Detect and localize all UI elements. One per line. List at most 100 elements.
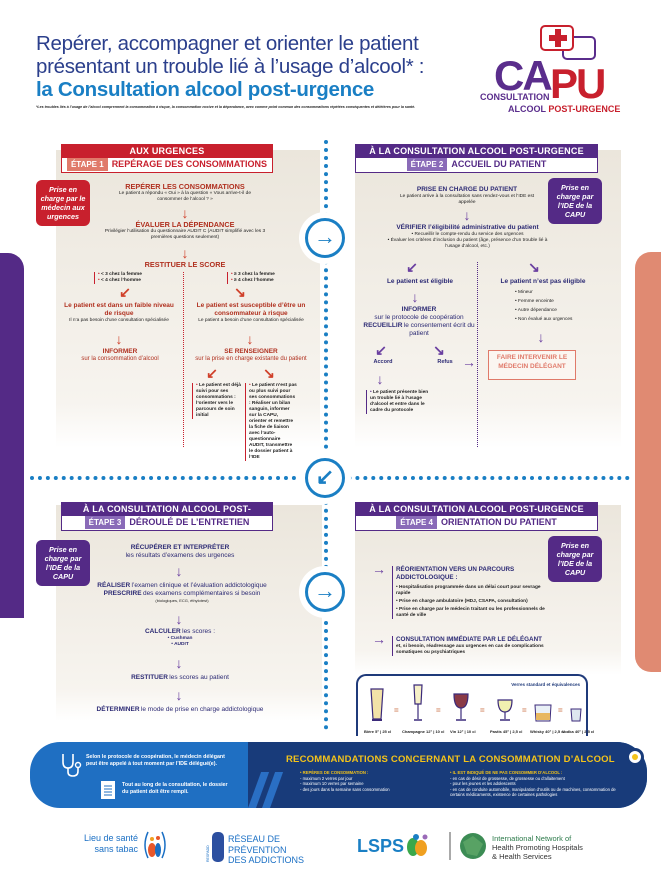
accord-text: Accord	[373, 359, 393, 365]
calculer-line: CALCULER les scores :	[120, 628, 240, 636]
reorientation-item: • Hospitalisation programmée dans un dél…	[396, 585, 541, 596]
beer-label: Bière 5° | 25 cl	[364, 729, 392, 734]
pastis-glass-icon	[497, 699, 513, 721]
guidelines-title: • REPÈRES DE CONSOMMATION :	[300, 770, 369, 775]
guideline-item: - des jours dans la semaine sans consomm…	[300, 786, 390, 792]
step2-header-top: À LA CONSULTATION ALCOOL POST-URGENCE	[356, 145, 597, 158]
step4-header: À LA CONSULTATION ALCOOL POST-URGENCE ÉT…	[355, 502, 598, 531]
determiner-title: DÉTERMINER	[96, 706, 140, 713]
standard-drinks-box: Verres standard et équivalences = = = = …	[356, 674, 594, 736]
arrow-down-right-icon: ↘	[263, 365, 275, 381]
step2-callout: Prise en charge par l’IDE de la CAPU	[548, 178, 602, 224]
step3-label: ÉTAPE 3	[84, 516, 126, 529]
score-item: • AUDIT	[171, 642, 189, 647]
collect-title: RECUEILLIR	[363, 322, 403, 329]
step2-b2-item: • Évaluer les critères d’inclusion du pa…	[387, 238, 548, 249]
immediate-consultation-block: CONSULTATION IMMÉDIATE PAR LE DÉLÉGANT e…	[392, 636, 552, 656]
banner-left-text2: Tout au long de la consultation, le doss…	[122, 782, 228, 795]
score-item: • ≥ 3 chez la femme	[231, 272, 275, 277]
step1-block3: RESTITUER LE SCORE	[110, 260, 260, 269]
arrow-down-icon: ↓	[376, 371, 384, 387]
step4-title: ORIENTATION DU PATIENT	[440, 517, 557, 527]
no-alcohol-guidelines: • IL EST INDIQUÉ DE NE PAS CONSOMMER D’A…	[450, 770, 630, 798]
step2-inform-block: INFORMER sur le protocole de coopération…	[360, 306, 478, 338]
step1-b1-text: Le patient a répondu « Oui » à la questi…	[119, 191, 251, 202]
step3-block1: RÉCUPÉRER ET INTERPRÉTER les résultats d…	[100, 544, 260, 560]
step1-left-result: Le patient est dans un faible niveau de …	[64, 302, 174, 324]
step2-b2-title: VÉRIFIER l’éligibilité administrative du…	[396, 224, 539, 231]
immediate-consultation-title: CONSULTATION IMMÉDIATE PAR LE DÉLÉGANT	[396, 636, 542, 643]
logo-post-urgence: POST-URGENCE	[548, 104, 621, 114]
step1-left-score: • < 3 chez la femme • < 4 chez l’homme	[94, 272, 154, 284]
respadd-icon	[212, 832, 224, 862]
step3-callout-text: Prise en charge par l’IDE de la CAPU	[44, 545, 82, 581]
banner-title: RECOMMANDATIONS CONCERNANT LA CONSOMMATI…	[286, 754, 615, 765]
arrow-down-icon: ↓	[246, 331, 254, 347]
determiner-text: le mode de prise en charge addictologiqu…	[140, 706, 264, 713]
banner-ring-decor	[626, 748, 644, 766]
arrow-down-icon: ↓	[181, 205, 189, 221]
step1-title: REPÉRAGE DES CONSOMMATIONS	[111, 159, 268, 169]
vodka-label: Vodka 40° | 2,5 cl	[562, 729, 595, 734]
logo-consultation: CONSULTATION	[480, 92, 550, 102]
step2-header-bottom: ÉTAPE 2 ACCUEIL DU PATIENT	[356, 158, 597, 171]
step1-block2: ÉVALUER LA DÉPENDANCE Privilégier l’util…	[95, 220, 275, 241]
score-item: • < 4 chez l’homme	[98, 278, 141, 283]
title-line-2: présentant un trouble lié à l’usage d’al…	[36, 55, 425, 78]
step1-header-top: AUX URGENCES	[62, 145, 272, 158]
page-title: Repérer, accompagner et orienter le pati…	[36, 32, 476, 101]
reorientation-item: • Prise en charge par le médecin traitan…	[396, 607, 545, 618]
step4-label: ÉTAPE 4	[396, 516, 437, 529]
wine-glass-icon	[453, 693, 469, 721]
step3-panel	[56, 505, 322, 721]
step1-b2-text: Privilégier l’utilisation du questionnai…	[104, 229, 266, 240]
arrow-right-icon: →	[372, 561, 386, 577]
step2-b2-item: • Recueillir le compte-rendu du service …	[411, 232, 524, 237]
realiser-title: RÉALISER	[97, 582, 131, 589]
arrow-right-icon: →	[462, 354, 476, 370]
step1-divider	[183, 272, 184, 447]
arrow-down-left-icon: ↙	[206, 365, 218, 381]
logo2-line2: PRÉVENTION	[228, 844, 287, 855]
logo2-line3: DES ADDICTIONS	[228, 855, 305, 865]
arrow-down-right-icon: ↘	[234, 284, 246, 300]
step3-callout: Prise en charge par l’IDE de la CAPU	[36, 540, 90, 586]
arrow-down-left-icon: ↙	[375, 342, 387, 358]
respadd-logo: RÉSEAU DE PRÉVENTION DES ADDICTIONS	[228, 834, 328, 866]
title-line-3: la Consultation alcool post-urgence	[36, 78, 375, 101]
restituer-text: les scores au patient	[169, 674, 229, 681]
at-risk-text: Le patient a besoin d’une consultation s…	[198, 318, 304, 323]
enquire-title: SE RENSEIGNER	[224, 348, 278, 355]
prescrire-title: PRESCRIRE	[103, 590, 142, 597]
step2-title: ACCUEIL DU PATIENT	[451, 159, 547, 169]
score-item: • < 3 chez la femme	[98, 272, 142, 277]
calculer-title: CALCULER	[144, 628, 181, 635]
step4-header-top: À LA CONSULTATION ALCOOL POST-URGENCE	[356, 503, 597, 516]
step3-b2-small: (biologiques, ECG, éthylotest)	[155, 598, 209, 603]
step1-right-result: Le patient est susceptible d’être un con…	[190, 302, 312, 324]
step1-panel	[56, 150, 320, 448]
refus-text: Refus	[437, 359, 453, 365]
arrow-down-icon: ↓	[175, 611, 183, 627]
lieu-sante-sans-tabac-logo: Lieu de santé sans tabac	[82, 833, 138, 854]
not-eligible-item: • Autre dépendance	[515, 308, 557, 313]
accord-detail: • Le patient présente bien un trouble li…	[366, 390, 430, 414]
eligible-label: Le patient est éligible	[370, 278, 470, 286]
call-delegating-doctor-box: FAIRE INTERVENIR LE MÉDECIN DÉLÉGANT	[488, 350, 576, 380]
equals-sign: =	[394, 706, 399, 715]
eligible-text: Le patient est éligible	[386, 278, 454, 285]
inform-text: sur le protocole de coopération	[374, 314, 464, 321]
standard-drinks-title: Verres standard et équivalences	[511, 682, 580, 687]
logo-alcool-post-urgence: ALCOOL POST-URGENCE	[508, 104, 620, 114]
lieu-sante-icon	[144, 831, 166, 859]
no-alcohol-item: - pour les jeunes et les adolescents	[450, 781, 516, 787]
step3-block5: DÉTERMINER le mode de prise en charge ad…	[90, 706, 270, 714]
champagne-label: Champagne 12° | 10 cl	[402, 729, 445, 734]
vodka-glass-icon	[570, 708, 582, 722]
guideline-item: - maximum 10 verres par semaine	[300, 781, 364, 787]
collect-text: le consentement écrit du patient	[403, 322, 475, 337]
realiser-line: RÉALISER l’examen clinique et l’évaluati…	[82, 582, 282, 590]
arrow-down-icon: ↓	[537, 329, 545, 345]
left-decor-band	[0, 253, 24, 618]
reorientation-title: RÉORIENTATION VERS UN PARCOURS ADDICTOLO…	[396, 566, 515, 581]
